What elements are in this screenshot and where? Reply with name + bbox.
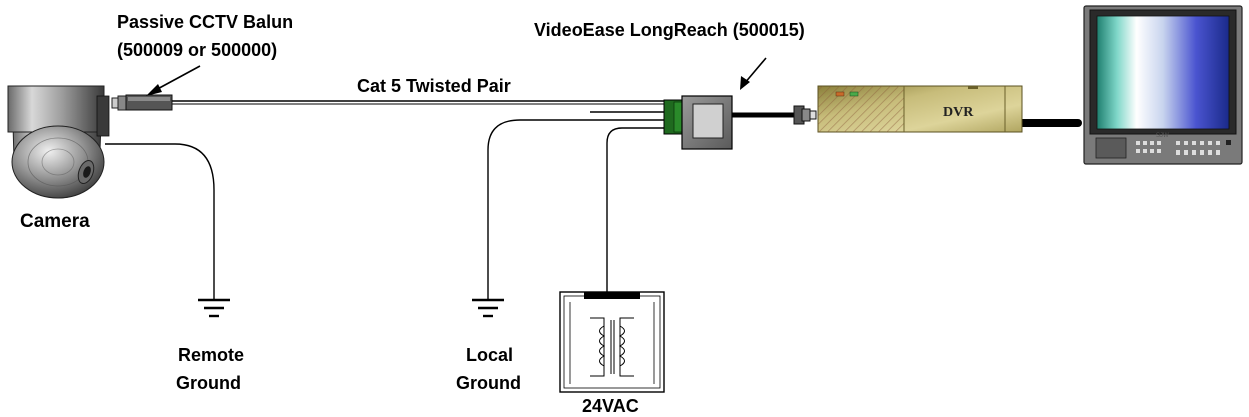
power-label: 24VAC xyxy=(582,396,639,416)
ground-icon xyxy=(472,298,504,318)
dvr-icon xyxy=(817,85,1023,133)
balun-pointer-arrow xyxy=(146,65,201,96)
balun-label-line1: Passive CCTV Balun xyxy=(117,12,293,32)
dvr-label: DVR xyxy=(943,105,974,120)
camera-icon xyxy=(7,85,110,199)
remote-ground-label-2: Ground xyxy=(176,373,241,393)
monitor-icon xyxy=(1083,5,1243,165)
local-ground-wire xyxy=(487,119,668,300)
transformer-icon xyxy=(559,291,665,393)
camera-label: Camera xyxy=(20,211,90,232)
monitor-brand-label: SJW xyxy=(1156,133,1169,139)
local-ground-label-1: Local xyxy=(466,345,513,365)
balun-icon xyxy=(111,94,173,111)
videoease-unit-icon xyxy=(663,95,733,150)
cable-label: Cat 5 Twisted Pair xyxy=(357,76,511,96)
videoease-pointer-arrow xyxy=(740,57,767,90)
remote-ground-wire xyxy=(105,143,215,300)
balun-label-line2: (500009 or 500000) xyxy=(117,40,277,60)
local-ground-label-2: Ground xyxy=(456,373,521,393)
remote-ground-label-1: Remote xyxy=(178,345,244,365)
videoease-label: VideoEase LongReach (500015) xyxy=(534,20,805,40)
ground-icon xyxy=(198,298,230,318)
bnc-connector-icon xyxy=(793,105,817,125)
power-wire xyxy=(606,127,668,292)
cables xyxy=(105,100,1082,300)
